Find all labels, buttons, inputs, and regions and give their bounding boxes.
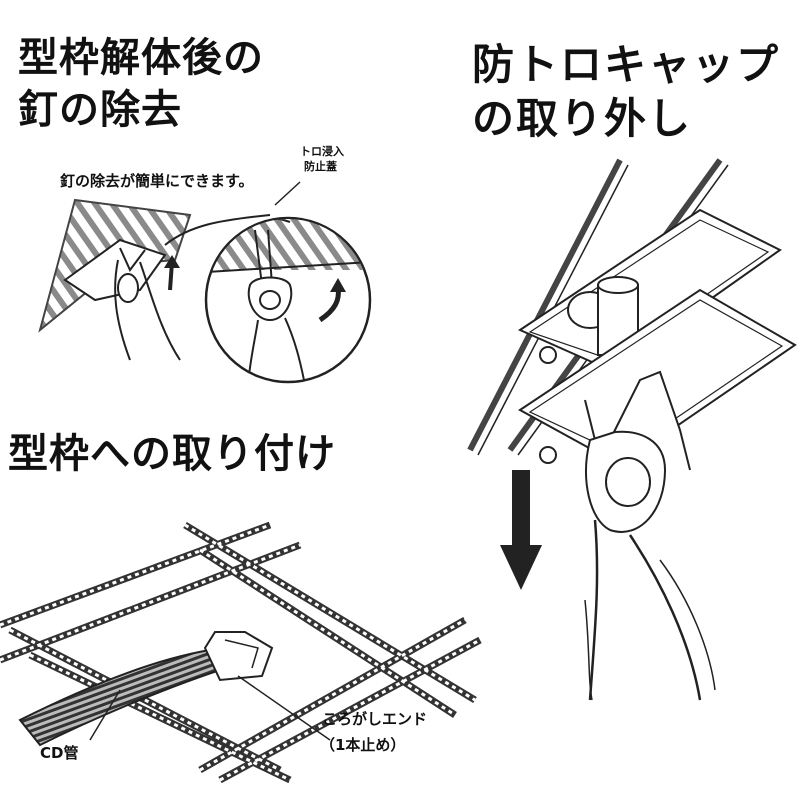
formwork-mounting-illustration — [0, 521, 482, 784]
nail-removal-callout-line1: トロ浸入 — [300, 145, 344, 158]
nail-removal-title-line2: 釘の除去 — [18, 87, 182, 133]
cap-removal-title-line1: 防トロキャップ — [472, 40, 781, 89]
nail-removal-caption: 釘の除去が簡単にできます。 — [60, 172, 254, 190]
nail-removal-callout-line2: 防止蓋 — [304, 160, 337, 173]
cd-pipe-label: CD管 — [40, 744, 79, 762]
formwork-mounting-title: 型枠への取り付け — [8, 431, 336, 477]
nail-removal-title-line1: 型枠解体後の — [18, 35, 264, 81]
cap-removal-illustration — [467, 158, 797, 701]
nail-removal-illustration — [38, 181, 372, 384]
rolling-end-label-line1: ころがしエンド — [322, 710, 428, 728]
rolling-end-label-line2: （1本止め） — [320, 736, 406, 754]
cap-removal-title-line2: の取り外し — [472, 94, 693, 143]
